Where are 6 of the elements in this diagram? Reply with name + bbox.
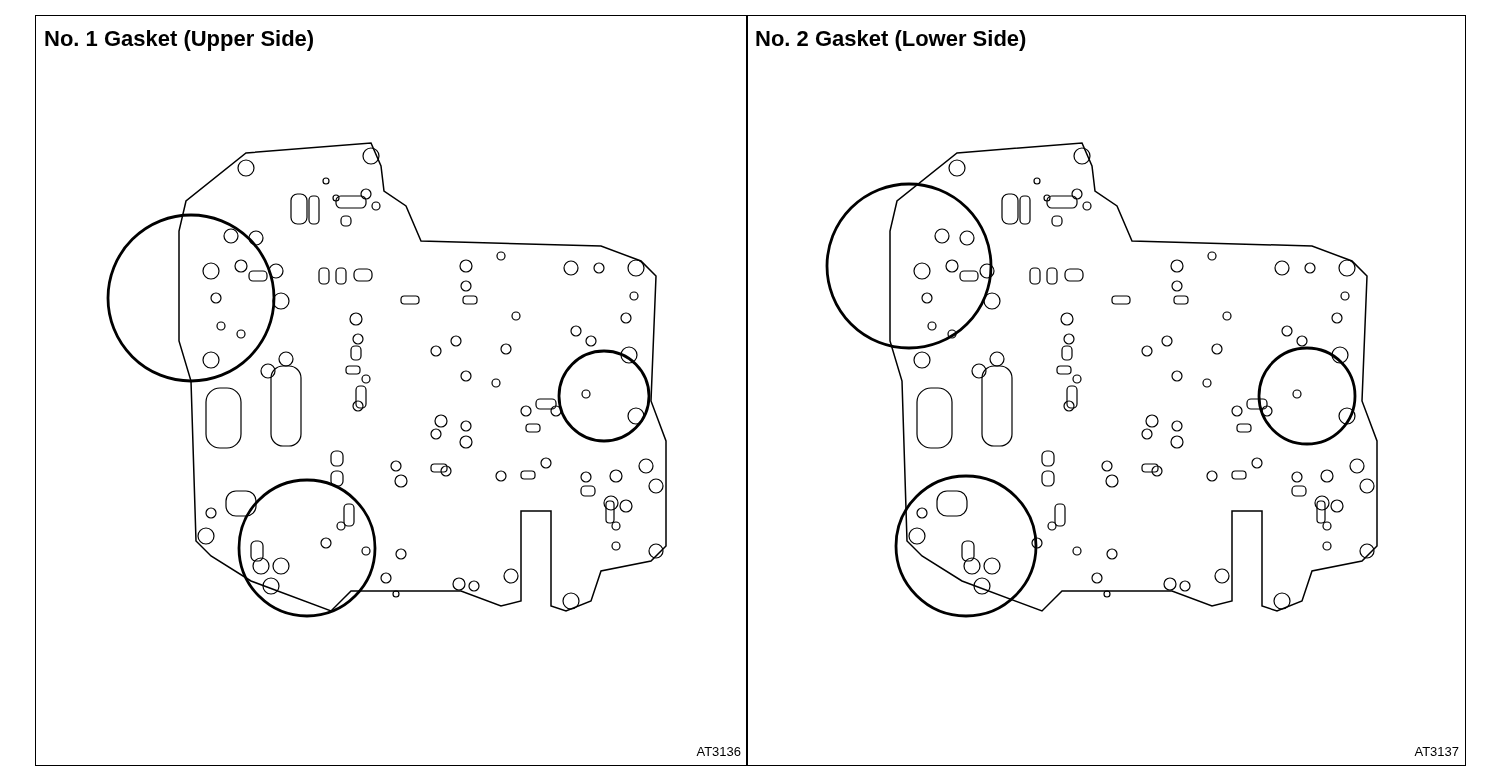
figure-panel xyxy=(35,15,748,766)
figure-code: AT3136 xyxy=(696,744,741,759)
figure-panel xyxy=(746,15,1466,766)
panel-heading: No. 1 Gasket (Upper Side) xyxy=(44,26,315,52)
figure-code: AT3137 xyxy=(1414,744,1459,759)
panel-heading: No. 2 Gasket (Lower Side) xyxy=(755,26,1027,52)
